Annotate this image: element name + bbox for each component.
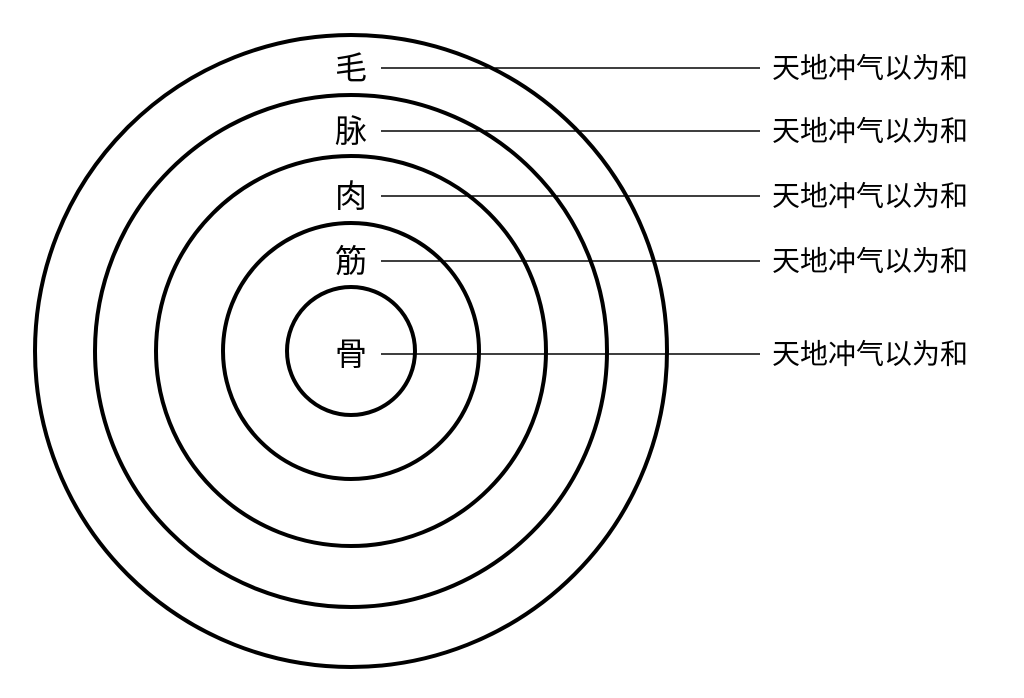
ring-third: [154, 154, 548, 548]
layer-label-4: 筋: [335, 242, 367, 280]
ring-fourth: [221, 221, 481, 481]
ring-second: [93, 93, 609, 609]
layer-note-3: 天地冲气以为和: [772, 180, 968, 213]
ring-inner: [285, 285, 417, 417]
layer-label-2: 脉: [335, 112, 367, 150]
layer-note-1: 天地冲气以为和: [772, 52, 968, 85]
layer-note-2: 天地冲气以为和: [772, 115, 968, 148]
layer-label-5: 骨: [335, 335, 367, 373]
layer-note-4: 天地冲气以为和: [772, 245, 968, 278]
layer-label-1: 毛: [335, 49, 367, 87]
ring-outer: [33, 33, 669, 669]
layer-note-5: 天地冲气以为和: [772, 338, 968, 371]
layer-label-3: 肉: [335, 177, 367, 215]
